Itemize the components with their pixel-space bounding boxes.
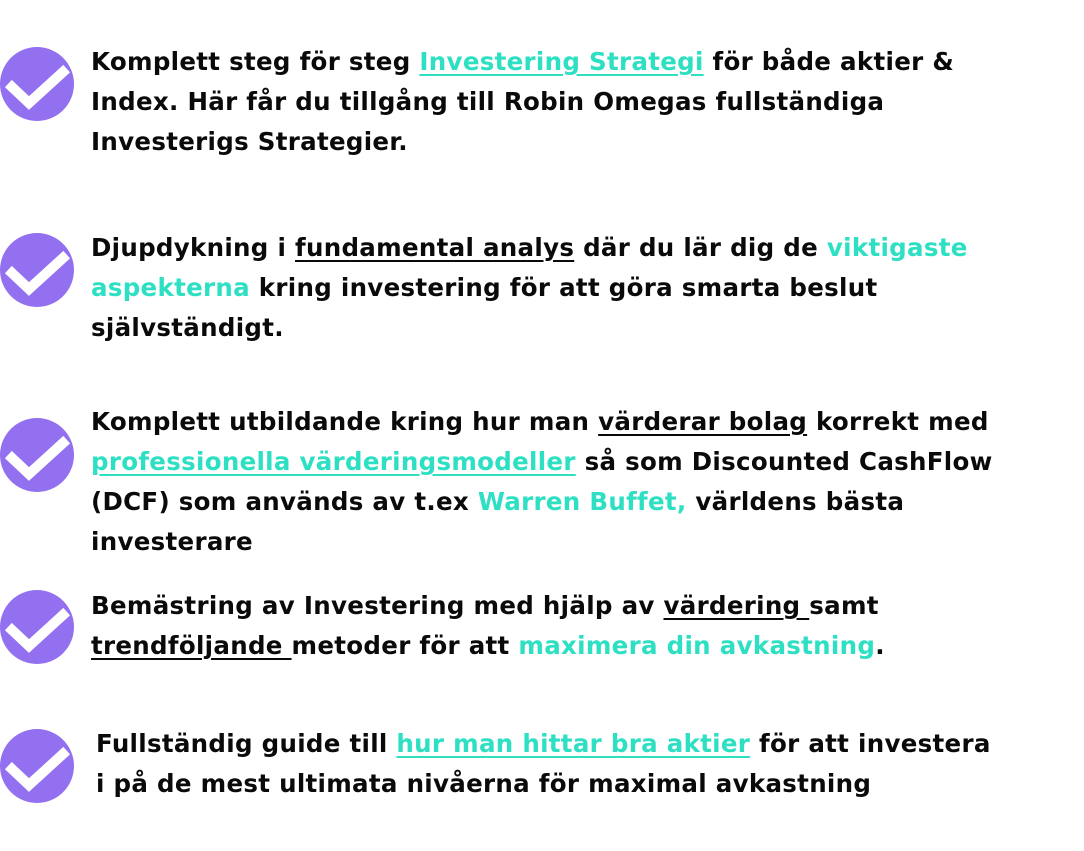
check-circle-icon [0,418,74,492]
text-line: Djupdykning i fundamental analys där du … [91,228,968,268]
highlight-text: aspekterna [91,273,250,302]
text-line: i på de mest ultimata nivåerna för maxim… [96,764,991,804]
text-line: Fullständig guide till hur man hittar br… [96,724,991,764]
text-line: Index. Här får du tillgång till Robin Om… [91,82,954,122]
feature-text: Komplett utbildande kring hur man värder… [91,402,993,562]
text-segment: metoder för att [291,631,519,660]
text-line: Bemästring av Investering med hjälp av v… [91,586,885,626]
text-segment: i på de mest ultimata nivåerna för maxim… [96,769,872,798]
text-segment: Investerigs Strategier. [91,127,408,156]
text-segment: Komplett utbildande kring hur man [91,407,599,436]
text-segment: för både aktier & [703,47,954,76]
text-segment: (DCF) som används av t.ex [91,487,478,516]
check-circle-icon [0,47,74,121]
text-line: trendföljande metoder för att maximera d… [91,626,885,666]
text-line: Komplett steg för steg Investering Strat… [91,42,954,82]
text-segment: Djupdykning i [91,233,295,262]
text-segment: kring investering för att göra smarta be… [249,273,878,302]
text-segment: Index. Här får du tillgång till Robin Om… [91,87,885,116]
highlight-text: maximera din avkastning [518,631,876,660]
text-segment: för att investera [750,729,991,758]
text-line: investerare [91,522,993,562]
text-segment: så som Discounted CashFlow [575,447,993,476]
highlight-text: Investering Strategi [419,47,704,76]
check-circle-icon [0,590,74,664]
text-line: (DCF) som används av t.ex Warren Buffet,… [91,482,993,522]
text-segment: korrekt med [807,407,989,436]
text-segment: Komplett steg för steg [91,47,420,76]
highlight-text: viktigaste [826,233,968,262]
underlined-text: värderar bolag [598,407,808,436]
highlight-text: professionella värderingsmodeller [91,447,576,476]
text-segment: samt [809,591,879,620]
check-circle-icon [0,233,74,307]
feature-text: Djupdykning i fundamental analys där du … [91,228,968,348]
text-segment: Fullständig guide till [96,729,397,758]
text-segment: självständigt. [91,313,284,342]
highlight-text: hur man hittar bra aktier [396,729,751,758]
text-segment: där du lär dig de [574,233,827,262]
text-line: aspekterna kring investering för att gör… [91,268,968,308]
text-segment: Bemästring av Investering med hjälp av [91,591,664,620]
underlined-text: värdering [663,591,810,620]
text-segment: . [875,631,885,660]
feature-text: Fullständig guide till hur man hittar br… [96,724,991,804]
underlined-text: trendföljande [91,631,292,660]
text-line: Komplett utbildande kring hur man värder… [91,402,993,442]
check-circle-icon [0,729,74,803]
text-line: professionella värderingsmodeller så som… [91,442,993,482]
feature-text: Komplett steg för steg Investering Strat… [91,42,954,162]
underlined-text: fundamental analys [295,233,575,262]
highlight-text: Warren Buffet, [477,487,687,516]
text-line: självständigt. [91,308,968,348]
text-segment: investerare [91,527,253,556]
text-segment: världens bästa [686,487,905,516]
text-line: Investerigs Strategier. [91,122,954,162]
feature-text: Bemästring av Investering med hjälp av v… [91,586,885,666]
